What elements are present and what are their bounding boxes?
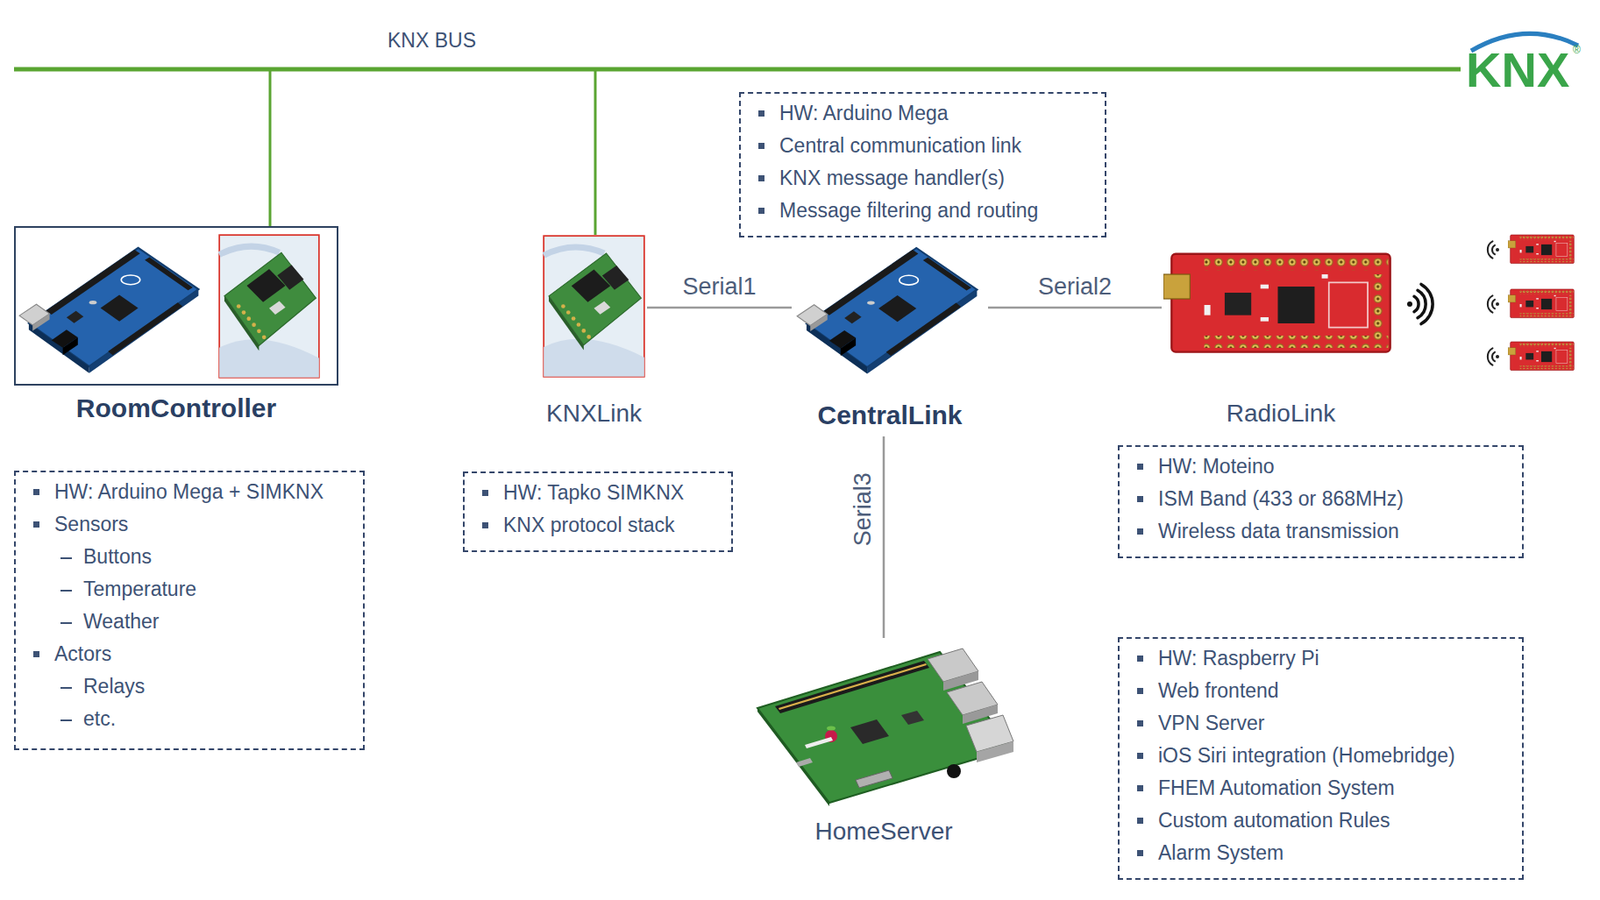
- logo-text: KNX: [1465, 45, 1570, 95]
- node-heading: CentralLink: [817, 399, 962, 432]
- node-heading: HomeServer: [814, 817, 953, 847]
- moteino-board: [1163, 254, 1391, 353]
- sub-bullet-item: Buttons: [15, 540, 348, 574]
- bullet-item: HW: Raspberry Pi: [1119, 642, 1507, 676]
- bus-label: KNX BUS: [387, 28, 477, 54]
- knx-link: KNXLink: [542, 234, 646, 378]
- serial-link: [647, 306, 792, 310]
- info-box: HW: MoteinoISM Band (433 or 868MHz)Wirel…: [1117, 445, 1524, 559]
- bullet-item: VPN Server: [1119, 707, 1507, 740]
- bullet-item: HW: Arduino Mega + SIMKNX: [15, 476, 348, 509]
- sub-bullet-item: Temperature: [15, 573, 348, 606]
- bus-drop: [594, 69, 598, 235]
- bullet-item: Message filtering and routing: [740, 194, 1089, 228]
- bullet-item: Wireless data transmission: [1119, 515, 1507, 548]
- bullet-item: iOS Siri integration (Homebridge): [1119, 739, 1507, 773]
- moteino-node: [1507, 341, 1574, 371]
- link-label: Serial2: [1034, 272, 1116, 301]
- bullet-item: KNX message handler(s): [740, 162, 1089, 195]
- radio-waves: [1407, 284, 1433, 324]
- bullet-item: ISM Band (433 or 868MHz): [1119, 483, 1507, 516]
- link-label: Serial3: [848, 469, 877, 550]
- bullet-item: HW: Arduino Mega: [740, 97, 1089, 130]
- bullet-item: Actors: [15, 638, 348, 671]
- simknx-module: [219, 234, 320, 378]
- info-box: HW: Tapko SIMKNXKNX protocol stack: [462, 471, 733, 553]
- node-title: HomeServer: [814, 817, 953, 847]
- registered-mark: ®: [1572, 43, 1581, 57]
- simknx-module: [543, 235, 645, 377]
- bullet-item: Central communication link: [740, 129, 1089, 163]
- arduino-mega: [796, 248, 977, 375]
- node-title: CentralLink: [817, 399, 962, 432]
- serial-link: [988, 306, 1162, 310]
- sub-bullet-item: etc.: [15, 703, 348, 736]
- bus-drop: [269, 69, 272, 227]
- radio-link: RadioLink: [1163, 242, 1399, 368]
- info-box: HW: Arduino Mega + SIMKNXSensorsButtonsT…: [14, 470, 365, 751]
- info-box: HW: Raspberry PiWeb frontendVPN ServeriO…: [1117, 637, 1524, 881]
- node-title: KNXLink: [546, 398, 642, 429]
- central-link: CentralLink: [793, 236, 987, 379]
- bullet-item: FHEM Automation System: [1119, 772, 1507, 805]
- bullet-item: KNX protocol stack: [464, 509, 716, 542]
- node-heading: RadioLink: [1226, 398, 1337, 429]
- bullet-item: Alarm System: [1119, 837, 1507, 870]
- link-label: Serial1: [679, 272, 761, 301]
- bullet-item: Custom automation Rules: [1119, 804, 1507, 838]
- info-box: HW: Arduino MegaCentral communication li…: [739, 92, 1107, 238]
- knx-bus: [14, 67, 1461, 72]
- radio-waves: [1487, 241, 1500, 365]
- bullet-item: HW: Moteino: [1119, 450, 1507, 484]
- node-heading: RoomController: [76, 392, 277, 425]
- sub-bullet-item: Weather: [15, 605, 348, 639]
- bullet-item: Web frontend: [1119, 675, 1507, 708]
- raspberry-pi: [757, 648, 1014, 807]
- node-heading: KNXLink: [546, 398, 642, 429]
- serial-link: [882, 436, 886, 639]
- node-title: RadioLink: [1226, 398, 1337, 429]
- moteino-node: [1507, 289, 1574, 319]
- moteino-node: [1507, 234, 1574, 264]
- node-title: RoomController: [76, 392, 277, 425]
- sub-bullet-item: Relays: [15, 670, 348, 704]
- bullet-item: HW: Tapko SIMKNX: [464, 476, 716, 510]
- bullet-item: Sensors: [15, 508, 348, 541]
- arduino-mega: [19, 248, 199, 374]
- home-server: HomeServer: [752, 640, 1016, 807]
- room-controller: RoomController: [14, 226, 339, 386]
